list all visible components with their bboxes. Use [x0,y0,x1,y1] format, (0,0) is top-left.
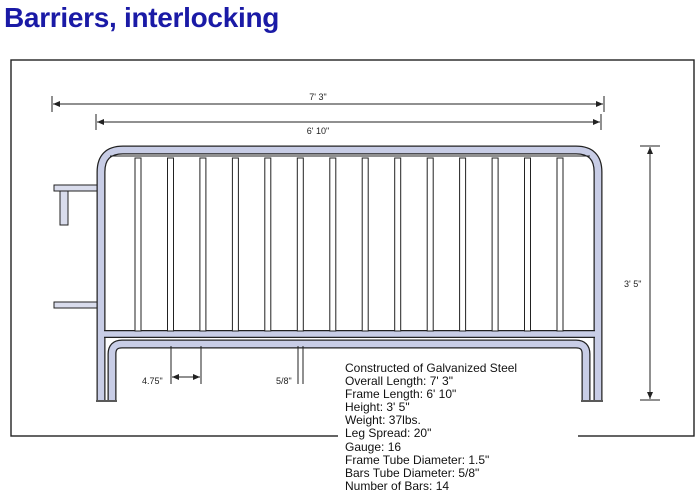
barrier-bar [231,157,239,332]
spec-overall-length: Overall Length: 7' 3" [345,374,453,389]
barrier-bar [524,157,531,332]
spec-frame-length: Frame Length: 6' 10" [345,387,457,402]
height-dimension: 3' 5" [624,145,660,401]
barrier-bar [426,157,434,332]
barrier-bar [199,157,207,332]
barrier-bar [134,157,142,332]
barrier-bar [264,157,272,332]
spec-bar-tube: Bars Tube Diameter: 5/8" [345,465,480,480]
spec-bar-count: Number of Bars: 14 [345,478,450,493]
spec-material: Constructed of Galvanized Steel [345,361,518,375]
overall-length-dimension: 7' 3" [51,92,605,112]
barrier-bar [329,157,337,332]
overall-length-label: 7' 3" [309,92,326,102]
bar-spacing-dimension: 4.75" [142,346,202,386]
bar-spacing-label: 4.75" [142,376,163,386]
spec-gauge: Gauge: 16 [345,439,402,454]
barrier-bar [556,157,564,332]
spec-list: Constructed of Galvanized Steel Overall … [345,361,518,493]
barrier-bar [394,157,402,332]
barrier-bars [134,157,564,332]
spec-height: Height: 3' 5" [345,400,410,415]
spec-panel-background [338,358,578,497]
page-title: Barriers, interlocking [4,2,280,33]
bar-tube-label: 5/8" [276,376,292,386]
bar-tube-dimension: 5/8" [276,346,304,386]
barrier-bar [361,157,369,332]
spec-frame-tube: Frame Tube Diameter: 1.5" [345,452,490,467]
barrier-bar [167,157,174,332]
barrier-bar [296,157,304,332]
height-label: 3' 5" [624,279,641,289]
interlock-hooks [53,184,101,309]
frame-length-label: 6' 10" [307,126,329,136]
spec-weight: Weight: 37lbs. [345,413,421,428]
spec-leg-spread: Leg Spread: 20" [345,426,432,441]
barrier-bar [459,157,467,332]
barrier-bar [491,157,499,332]
frame-length-dimension: 6' 10" [95,114,602,136]
barrier-frame [96,145,603,402]
